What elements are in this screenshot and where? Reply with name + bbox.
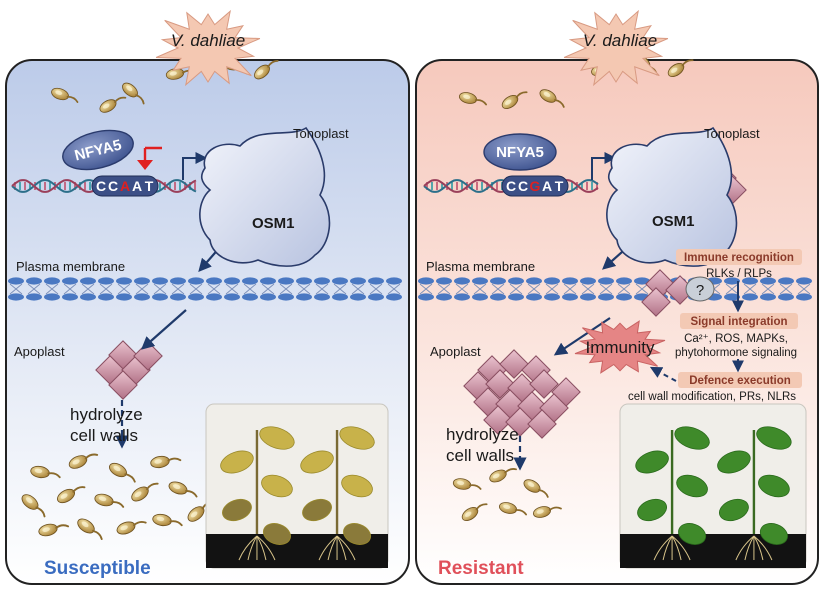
left-spore-top xyxy=(122,82,145,105)
left-action-line2: cell walls xyxy=(70,426,138,445)
step-box-execution xyxy=(678,372,802,388)
step-detail-execution: cell wall modification, PRs, NLRs xyxy=(628,391,796,403)
step-title-recognition: Immune recognition xyxy=(684,252,794,264)
motif-letter: T xyxy=(145,178,154,194)
left-membrane-label: Plasma membrane xyxy=(16,259,125,274)
left-apoplast-osm1 xyxy=(108,370,138,400)
left-spore-top xyxy=(99,96,127,113)
right-membrane-label: Plasma membrane xyxy=(426,259,535,274)
right-plant-photo xyxy=(619,403,807,569)
receptor-question-mark: ? xyxy=(696,282,704,299)
left-spore-bottom xyxy=(21,494,46,518)
right-apoplast-osm1 xyxy=(483,405,513,435)
receptor-question: ? xyxy=(685,276,715,302)
right-transcription-arrow xyxy=(591,152,617,180)
left-transcription-arrow xyxy=(182,152,208,180)
left-spore-bottom xyxy=(38,523,70,537)
motif-letter: A xyxy=(120,178,130,194)
step-detail-integration-2: phytohormone signaling xyxy=(675,347,797,359)
left-tonoplast-label: Tonoplast xyxy=(293,126,349,141)
left-spore-bottom xyxy=(94,493,125,508)
motif-letter: C xyxy=(518,178,528,194)
immune-pathway: Immune recognition RLKs / RLPs Signal in… xyxy=(628,249,802,403)
right-pathogen-burst: V. dahliae xyxy=(563,9,669,87)
right-apoplast-osm1 xyxy=(527,409,557,439)
right-membrane-osm1 xyxy=(665,275,695,305)
immunity-label: Immunity xyxy=(586,338,655,357)
step-title-integration: Signal integration xyxy=(690,316,787,328)
immunity-burst: Immunity xyxy=(574,320,666,374)
motif-letter: T xyxy=(555,178,564,194)
right-apoplast-osm1 xyxy=(499,349,529,379)
left-spore-top xyxy=(51,87,79,103)
right-spore-bottom xyxy=(461,503,488,522)
left-spore-bottom xyxy=(150,455,182,469)
right-spore-bottom xyxy=(452,478,482,490)
right-apoplast-osm1 xyxy=(485,369,515,399)
right-nfya5: NFYA5 xyxy=(483,133,557,171)
left-spore-top xyxy=(254,60,279,80)
left-tonoplast-group: Tonoplast OSM1 xyxy=(199,126,349,267)
right-spore-bottom xyxy=(523,479,549,498)
right-spore-bottom xyxy=(498,502,528,516)
left-spore-bottom xyxy=(116,520,147,535)
left-spore-bottom xyxy=(152,513,183,527)
left-spore-bottom xyxy=(77,518,103,541)
left-apoplast-label: Apoplast xyxy=(14,344,65,359)
repression-symbol xyxy=(137,146,162,170)
left-osm1-label: OSM1 xyxy=(252,215,295,232)
left-plant-photo xyxy=(205,403,389,569)
right-action-line1: hydrolyze xyxy=(446,425,519,444)
left-pathogen-label: V. dahliae xyxy=(171,31,245,50)
left-spore-bottom xyxy=(168,481,198,498)
left-spore-bottom xyxy=(57,486,86,504)
step-box-integration xyxy=(680,313,798,329)
right-osm1-label: OSM1 xyxy=(652,213,695,230)
left-nfya5: NFYA5 xyxy=(62,129,134,171)
motif-letter: C xyxy=(506,178,516,194)
step-box-recognition xyxy=(676,249,802,265)
motif-letter: A xyxy=(542,178,552,194)
motif-letter: G xyxy=(530,178,541,194)
left-spore-bottom xyxy=(68,453,99,469)
right-outcome-label: Resistant xyxy=(438,558,524,579)
step-detail-recognition: RLKs / RLPs xyxy=(706,268,772,280)
right-vacuole xyxy=(606,126,738,267)
right-spore-bottom xyxy=(532,506,562,518)
right-arrow-membrane-to-apoplast xyxy=(553,317,611,356)
left-outcome-label: Susceptible xyxy=(44,558,151,579)
right-spore-top xyxy=(667,59,694,78)
arrow-execution-to-immunity xyxy=(649,366,677,382)
right-apoplast-label: Apoplast xyxy=(430,344,481,359)
right-spore-top xyxy=(458,92,488,106)
motif-letter: C xyxy=(108,178,118,194)
step-title-execution: Defence execution xyxy=(689,375,791,387)
right-membrane-osm1 xyxy=(641,287,671,317)
right-tonoplast-label: Tonoplast xyxy=(704,126,760,141)
left-vacuole xyxy=(199,126,331,267)
right-pathogen-label: V. dahliae xyxy=(583,31,657,50)
motif-letter: A xyxy=(132,178,142,194)
left-arrow-membrane-to-apoplast xyxy=(141,309,187,350)
right-apoplast-osm1 xyxy=(505,407,535,437)
right-spore-top xyxy=(539,89,565,108)
left-action-line1: hydrolyze xyxy=(70,405,143,424)
right-spore-top xyxy=(501,91,528,110)
motif-letter: C xyxy=(96,178,106,194)
right-apoplast-osm1 xyxy=(529,369,559,399)
left-spore-bottom xyxy=(109,462,136,483)
right-nfya5-label: NFYA5 xyxy=(496,144,544,161)
right-action-line2: cell walls xyxy=(446,446,514,465)
left-spore-bottom xyxy=(131,482,159,502)
left-plasma-membrane xyxy=(8,277,402,301)
left-spore-bottom xyxy=(30,465,61,479)
left-pathogen-burst: V. dahliae xyxy=(155,9,261,87)
step-detail-integration: Ca²⁺, ROS, MAPKs, xyxy=(684,333,788,345)
